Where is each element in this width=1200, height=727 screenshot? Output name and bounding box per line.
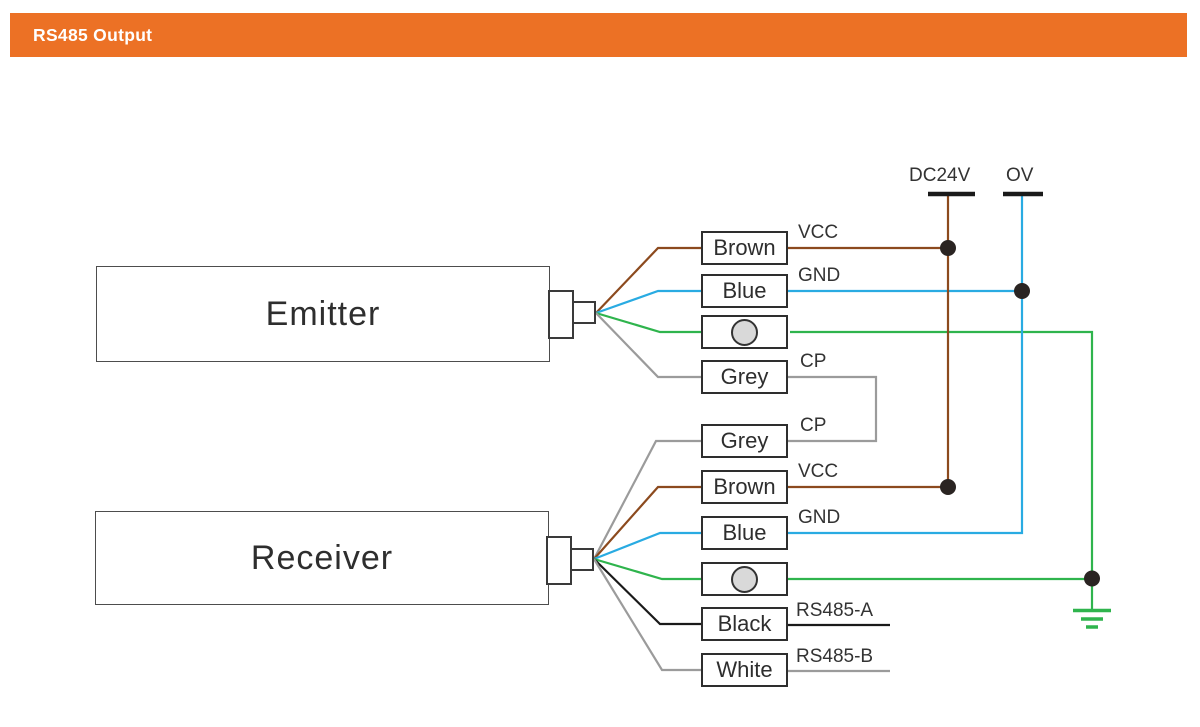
shield-circle-icon <box>731 565 758 593</box>
wire-label: Brown <box>713 474 776 499</box>
receiver-box: Receiver <box>95 511 549 605</box>
emitter-shield-wire-box <box>701 315 788 349</box>
receiver-brown-wire <box>593 485 701 560</box>
ground-icon <box>1073 579 1111 629</box>
receiver-blue-wire-box: Blue <box>701 516 788 550</box>
emitter-brown-wire <box>595 246 701 314</box>
emitter-shield-to-ground-line <box>790 330 1094 579</box>
emitter-label: Emitter <box>265 294 381 333</box>
ov-rail-line <box>788 196 1024 535</box>
wire-label: White <box>716 657 773 682</box>
emitter-blue-wire-box: Blue <box>701 274 788 308</box>
wire-label: Blue <box>722 520 767 545</box>
ov-label: OV <box>1006 165 1034 186</box>
receiver-grey-wire-box: Grey <box>701 424 788 458</box>
emitter-connector-outer <box>548 290 574 339</box>
receiver-shield-wire <box>593 557 701 581</box>
emitter-blue-wire <box>595 289 701 315</box>
emitter-grey-wire <box>595 312 701 379</box>
rs485-a-signal-label: RS485-A <box>796 600 874 621</box>
junction-dot-emitter-gnd <box>1014 283 1030 299</box>
receiver-black-wire-box: Black <box>701 607 788 641</box>
emitter-gnd-signal-label: GND <box>798 265 841 286</box>
receiver-shield-wire-box <box>701 562 788 596</box>
junction-dot-receiver-vcc <box>940 479 956 495</box>
receiver-connector-outer <box>546 536 572 585</box>
receiver-brown-wire-box: Brown <box>701 470 788 504</box>
wire-label: Brown <box>713 235 776 260</box>
wire-label: Blue <box>722 278 767 303</box>
shield-circle-icon <box>731 318 758 346</box>
receiver-gnd-signal-label: GND <box>798 507 841 528</box>
receiver-connector-inner <box>570 548 594 571</box>
wire-label: Grey <box>720 428 769 453</box>
dc24v-label: DC24V <box>909 165 971 186</box>
emitter-brown-wire-box: Brown <box>701 231 788 265</box>
receiver-blue-wire <box>593 531 701 561</box>
emitter-grey-wire-box: Grey <box>701 360 788 394</box>
emitter-connector-inner <box>572 301 596 324</box>
emitter-vcc-signal-label: VCC <box>798 222 839 243</box>
emitter-cp-signal-label: CP <box>800 351 827 372</box>
junction-dot-ground <box>1084 570 1100 587</box>
wire-label: Grey <box>720 364 769 389</box>
page-title: RS485 Output <box>33 24 153 45</box>
receiver-cp-signal-label: CP <box>800 415 827 436</box>
wire-label: Black <box>717 611 772 636</box>
cp-loop-line <box>788 375 878 443</box>
receiver-black-wire <box>593 558 701 626</box>
rs485-b-signal-label: RS485-B <box>796 646 874 667</box>
receiver-white-wire <box>593 558 701 672</box>
emitter-shield-wire <box>595 311 701 334</box>
receiver-label: Receiver <box>250 538 394 577</box>
junction-dot-emitter-vcc <box>940 240 956 256</box>
emitter-box: Emitter <box>96 266 550 362</box>
receiver-vcc-signal-label: VCC <box>798 461 839 482</box>
receiver-grey-wire <box>593 439 701 560</box>
receiver-white-wire-box: White <box>701 653 788 687</box>
header-bar: RS485 Output <box>10 13 1187 57</box>
